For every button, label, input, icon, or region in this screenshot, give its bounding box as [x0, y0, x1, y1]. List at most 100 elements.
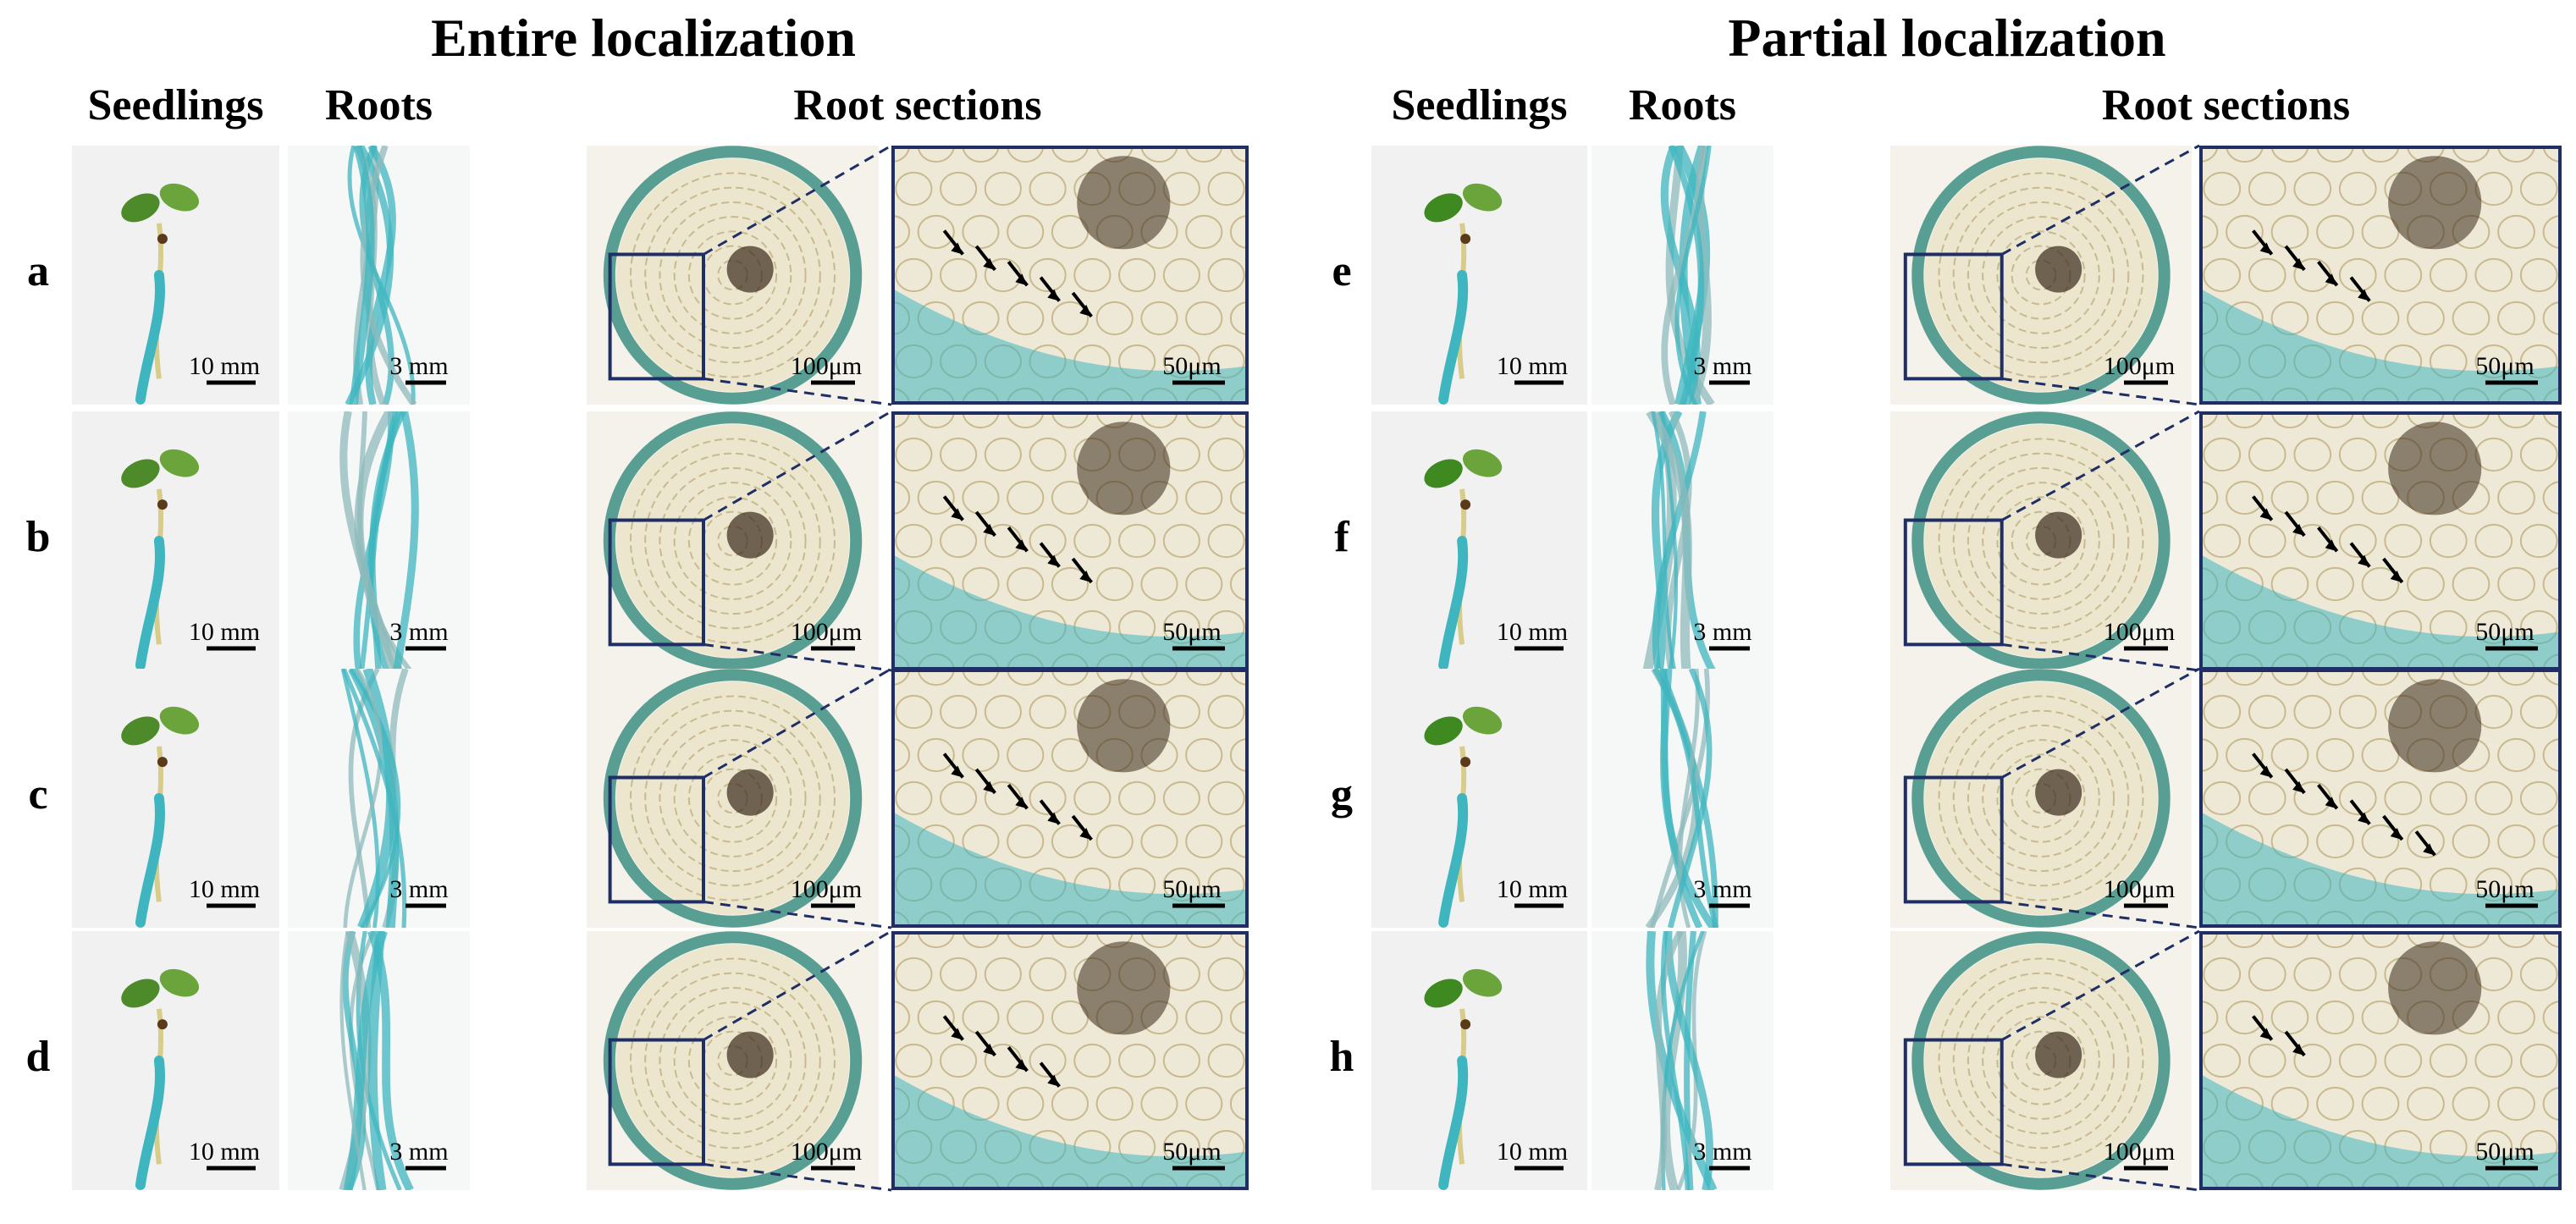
arrow-markers: [2252, 1015, 2306, 1057]
title-entire: Entire localization: [431, 8, 856, 68]
scale-bar-label: 50μm: [2475, 1138, 2534, 1166]
scale-bar-label: 50μm: [1162, 1138, 1221, 1166]
root-section-zoom: 50μm: [891, 146, 1249, 405]
scale-bar: 10 mm: [1497, 352, 1568, 385]
scale-bar: 50μm: [1162, 352, 1225, 385]
panel-label: e: [1332, 247, 1352, 295]
panel-label: d: [25, 1033, 51, 1081]
seedling-photo: 10 mm: [72, 669, 279, 928]
arrow-markers: [2252, 229, 2371, 302]
zoom-region-box: [1903, 775, 2004, 904]
title-partial: Partial localization: [1728, 8, 2166, 68]
scale-bar: 100μm: [2104, 352, 2175, 385]
root-section-photo: 100μm: [1890, 411, 2192, 670]
panel-label: f: [1334, 513, 1349, 561]
root-section-photo: 100μm: [587, 411, 879, 670]
scale-bar: 3 mm: [1693, 1138, 1752, 1171]
scale-bar: 50μm: [2475, 618, 2538, 651]
scale-bar: 50μm: [1162, 1138, 1225, 1171]
zoom-region-box: [1903, 1038, 2004, 1166]
seedling-photo: 10 mm: [72, 146, 279, 405]
panel-label: a: [27, 247, 49, 295]
scale-bar-label: 10 mm: [189, 618, 260, 646]
scale-bar-label: 100μm: [791, 875, 862, 903]
scale-bar: 10 mm: [189, 1138, 260, 1171]
scale-bar-label: 10 mm: [1497, 618, 1568, 646]
header-seedlings: Seedlings: [87, 81, 264, 130]
scale-bar-label: 50μm: [2475, 352, 2534, 380]
seedling-photo: 10 mm: [72, 411, 279, 670]
scale-bar-label: 100μm: [2104, 1138, 2175, 1166]
root-section-photo: 100μm: [1890, 146, 2192, 405]
root-photo: 3 mm: [288, 669, 470, 928]
scale-bar-label: 3 mm: [1693, 618, 1751, 646]
header-root-sections: Root sections: [793, 81, 1042, 130]
root-section-photo: 100μm: [587, 931, 879, 1190]
scale-bar-label: 3 mm: [389, 1138, 448, 1166]
scale-bar-label: 50μm: [2475, 875, 2534, 903]
panel-label: h: [1329, 1033, 1354, 1081]
scale-bar-label: 100μm: [2104, 618, 2175, 646]
scale-bar-label: 3 mm: [1693, 875, 1751, 903]
arrow-markers: [942, 753, 1093, 841]
scale-bar: 100μm: [2104, 618, 2175, 651]
root-section-zoom: 50μm: [2199, 411, 2562, 670]
panel-label: b: [25, 513, 51, 561]
root-section-photo: 100μm: [587, 146, 879, 405]
scale-bar: 100μm: [791, 875, 862, 908]
scale-bar: 100μm: [791, 1138, 862, 1171]
root-photo: 3 mm: [1591, 411, 1773, 670]
scale-bar: 10 mm: [189, 352, 260, 385]
arrow-markers: [942, 229, 1093, 318]
scale-bar: 3 mm: [1693, 352, 1752, 385]
header-roots: Roots: [324, 81, 433, 130]
panel-label: c: [28, 770, 48, 819]
scale-bar-label: 100μm: [2104, 875, 2175, 903]
scale-bar-label: 100μm: [791, 1138, 862, 1166]
scale-bar: 3 mm: [1693, 875, 1752, 908]
arrow-markers: [942, 1015, 1061, 1088]
scale-bar-label: 50μm: [1162, 875, 1221, 903]
root-photo: 3 mm: [288, 411, 470, 670]
zoom-region-box: [1903, 518, 2004, 647]
scale-bar: 50μm: [2475, 875, 2538, 908]
root-section-photo: 100μm: [1890, 669, 2192, 928]
scale-bar-label: 50μm: [1162, 352, 1221, 380]
scale-bar-label: 3 mm: [389, 875, 448, 903]
root-section-zoom: 50μm: [2199, 931, 2562, 1190]
scale-bar-label: 10 mm: [1497, 352, 1568, 380]
scale-bar: 10 mm: [1497, 1138, 1568, 1171]
scale-bar-label: 100μm: [791, 618, 862, 646]
scale-bar-label: 10 mm: [189, 875, 260, 903]
seedling-photo: 10 mm: [1371, 931, 1587, 1190]
root-section-zoom: 50μm: [891, 411, 1249, 670]
root-section-zoom: 50μm: [2199, 146, 2562, 405]
scale-bar-label: 10 mm: [1497, 875, 1568, 903]
header-seedlings: Seedlings: [1391, 81, 1568, 130]
scale-bar: 100μm: [2104, 1138, 2175, 1171]
scale-bar: 3 mm: [389, 1138, 449, 1171]
root-photo: 3 mm: [1591, 669, 1773, 928]
scale-bar: 10 mm: [1497, 875, 1568, 908]
scale-bar-label: 50μm: [2475, 618, 2534, 646]
scale-bar-label: 100μm: [791, 352, 862, 380]
zoom-region-box: [1903, 252, 2004, 381]
scale-bar: 3 mm: [1693, 618, 1752, 651]
seedling-photo: 10 mm: [1371, 669, 1587, 928]
scale-bar: 100μm: [791, 352, 862, 385]
zoom-region-box: [608, 518, 706, 647]
scale-bar: 50μm: [1162, 618, 1225, 651]
zoom-region-box: [608, 252, 706, 381]
zoom-region-box: [608, 775, 706, 904]
header-root-sections: Root sections: [2101, 81, 2351, 130]
seedling-photo: 10 mm: [1371, 146, 1587, 405]
scale-bar-label: 50μm: [1162, 618, 1221, 646]
arrow-markers: [2252, 753, 2436, 857]
root-section-zoom: 50μm: [891, 931, 1249, 1190]
scale-bar: 50μm: [1162, 875, 1225, 908]
arrow-markers: [942, 495, 1093, 584]
scale-bar-label: 100μm: [2104, 352, 2175, 380]
panel-label: g: [1331, 770, 1353, 819]
root-section-zoom: 50μm: [2199, 669, 2562, 928]
scale-bar-label: 3 mm: [389, 352, 448, 380]
